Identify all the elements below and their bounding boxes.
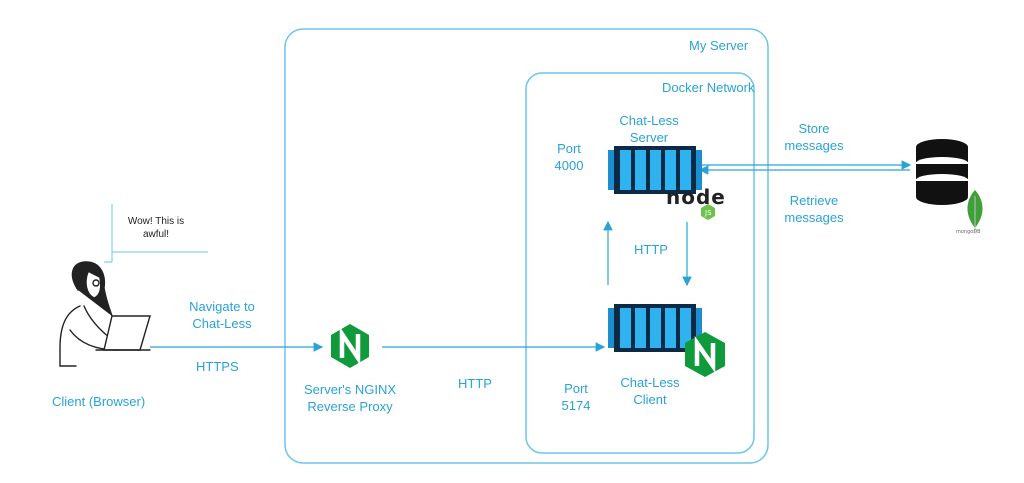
mongodb-logo-text: mongoDB (956, 229, 981, 235)
retrieve-label: Retrieve messages (784, 193, 844, 225)
http-internal-label: HTTP (634, 242, 668, 257)
node-logo-text: node (666, 185, 726, 209)
mongodb-leaf-icon (967, 190, 983, 232)
nginx-proxy-label: Server's NGINX Reverse Proxy (303, 382, 397, 414)
svg-text:JS: JS (704, 209, 712, 217)
chat-server-label: Chat-Less Server (619, 113, 679, 145)
database-icon (916, 139, 968, 205)
chat-client-label: Chat-Less Client (620, 375, 680, 407)
https-label: HTTPS (196, 359, 239, 374)
http-proxy-label: HTTP (458, 376, 492, 391)
nodejs-icon: JS (701, 204, 715, 220)
port-4000-label: Port 4000 (554, 141, 584, 173)
speech-bubble-text: Wow! This is awful! (127, 216, 185, 240)
nginx-client-icon (685, 332, 725, 377)
nginx-proxy-icon (331, 324, 369, 368)
navigate-label: Navigate to Chat-Less (189, 299, 255, 331)
client-label: Client (Browser) (52, 394, 146, 409)
server-box (284, 28, 769, 464)
server-box-title: My Server (689, 38, 749, 53)
speech-bubble-outline (104, 204, 208, 263)
docker-network-box (525, 72, 755, 454)
docker-network-title: Docker Network (662, 80, 755, 95)
port-5174-label: Port 5174 (561, 381, 591, 413)
store-label: Store messages (784, 121, 844, 153)
chat-client-container-icon (608, 304, 702, 352)
chat-server-container-icon (608, 146, 702, 194)
person-with-laptop-icon (59, 261, 151, 367)
